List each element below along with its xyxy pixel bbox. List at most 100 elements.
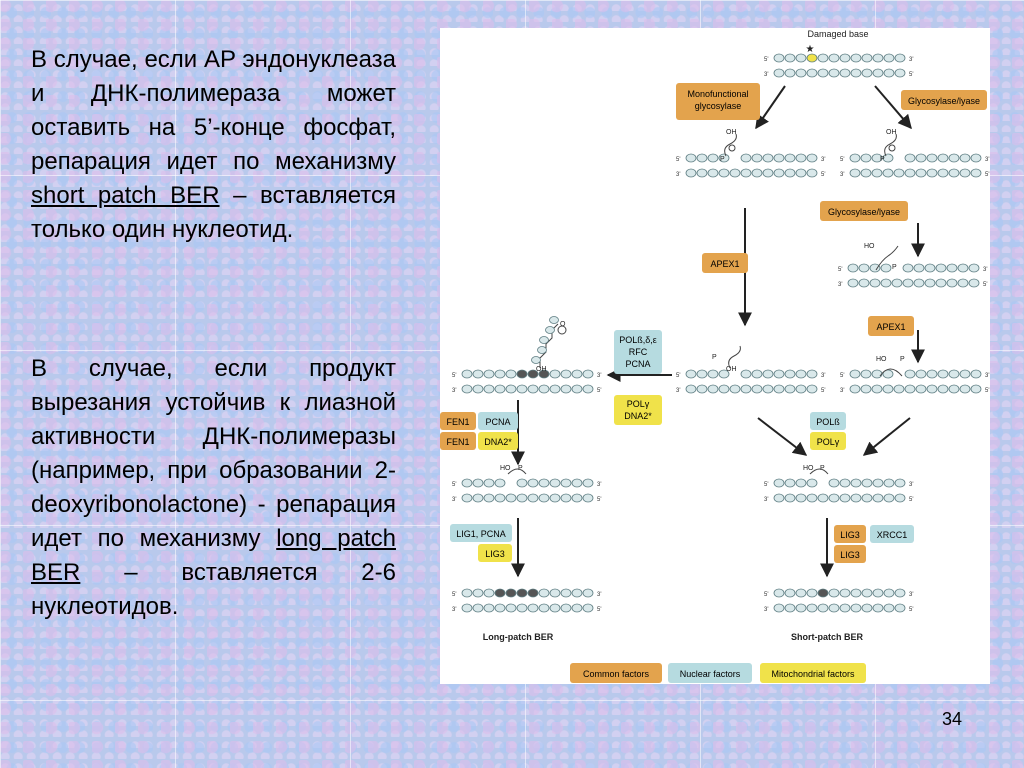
- nucleotide: [494, 493, 506, 503]
- polg-factor-label: POLγ: [817, 437, 840, 447]
- term-ber: BER: [31, 559, 81, 586]
- o-label-flap: O: [560, 321, 566, 328]
- nucleotide: [582, 384, 594, 394]
- dna2-factor-label: DNA2*: [484, 437, 512, 447]
- p-label-lyase: P: [880, 156, 885, 163]
- nucleotide: [773, 168, 785, 178]
- nucleotide: [685, 168, 697, 178]
- nucleotide: [850, 588, 862, 598]
- ap-site-ring-mono: [728, 144, 736, 152]
- nucleotide: [849, 384, 861, 394]
- strand-end-label: 3': [985, 157, 989, 163]
- nucleotide: [828, 603, 840, 613]
- nucleotide: [795, 369, 807, 379]
- nucleotide: [839, 478, 851, 488]
- nucleotide: [740, 168, 752, 178]
- pol-complex-label-1: POLß,δ,ε: [619, 335, 657, 345]
- nucleotide: [849, 369, 861, 379]
- xrcc1-label: XRCC1: [877, 530, 908, 540]
- strand-end-label: 5': [676, 373, 680, 379]
- nucleotide: [685, 384, 697, 394]
- nucleotide: [549, 603, 561, 613]
- nucleotide: [948, 153, 960, 163]
- nucleotide: [913, 263, 925, 273]
- strand-end-label: 5': [452, 482, 456, 488]
- nucleotide: [538, 603, 550, 613]
- lig3-label-right-1: LIG3: [840, 530, 860, 540]
- nucleotide: [472, 493, 484, 503]
- nucleotide: [751, 153, 763, 163]
- nucleotide: [740, 369, 752, 379]
- strand-end-label: 5': [909, 607, 913, 613]
- nucleotide: [968, 278, 980, 288]
- nucleotide: [571, 478, 583, 488]
- nucleotide: [773, 369, 785, 379]
- nucleotide: [740, 153, 752, 163]
- strand-end-label: 3': [985, 373, 989, 379]
- page-number: 34: [941, 709, 962, 729]
- flap-nucleotide: [549, 316, 559, 324]
- nucleotide: [948, 369, 960, 379]
- nucleotide: [527, 478, 539, 488]
- dna-apex-product-right: 5'3'3'5': [840, 369, 989, 394]
- pol-complex-label-3: PCNA: [625, 359, 650, 369]
- nucleotide: [461, 588, 473, 598]
- strand-end-label: 3': [452, 497, 456, 503]
- nucleotide: [527, 493, 539, 503]
- damage-star-icon: ★: [806, 44, 815, 55]
- nucleotide: [494, 369, 506, 379]
- nucleotide: [850, 478, 862, 488]
- nucleotide: [946, 263, 958, 273]
- dna-short-repaired: 5'3'3'5': [764, 588, 913, 613]
- polb-box: [810, 412, 846, 430]
- lig3-label-right-2: LIG3: [840, 550, 860, 560]
- legend-mito-box: [760, 663, 866, 683]
- paragraph-text: – вставляется 2-6 нуклеотидов.: [31, 559, 396, 620]
- apex1-label-right: APEX1: [876, 322, 905, 332]
- nucleotide: [549, 478, 561, 488]
- paragraph-text: – вставляется только один нуклеотид.: [31, 182, 397, 243]
- damaged-base-label: Damaged base: [807, 29, 868, 39]
- nucleotide: [549, 493, 561, 503]
- strand-end-label: 3': [838, 282, 842, 288]
- nucleotide: [858, 263, 870, 273]
- nucleotide: [883, 478, 895, 488]
- nucleotide: [839, 53, 851, 63]
- legend-common-box: [570, 663, 662, 683]
- nucleotide: [817, 493, 829, 503]
- ho-label-lyase2: HO: [864, 243, 875, 250]
- dna-damaged: 5'3'3'5': [764, 53, 913, 78]
- nucleotide: [913, 278, 925, 288]
- nucleotide: [516, 384, 528, 394]
- nucleotide: [472, 384, 484, 394]
- oh-label-lyase: OH: [886, 129, 897, 136]
- strand-end-label: 5': [676, 157, 680, 163]
- fen1-label-2: FEN1: [446, 437, 469, 447]
- lig3-label-left: LIG3: [485, 549, 505, 559]
- glycosylase-lyase-label-top: Glycosylase/lyase: [908, 96, 980, 106]
- nucleotide: [828, 53, 840, 63]
- nucleotide: [505, 603, 517, 613]
- nucleotide: [926, 153, 938, 163]
- flap-nucleotide: [539, 336, 549, 344]
- dna-short-gapped: 5'3'3'5': [764, 478, 913, 503]
- dna-long-displaced: 5'3'3'5': [452, 369, 601, 394]
- nucleotide: [883, 588, 895, 598]
- strand-end-label: 5': [985, 388, 989, 394]
- nucleotide: [461, 603, 473, 613]
- nucleotide: [571, 384, 583, 394]
- nucleotide: [904, 153, 916, 163]
- lig3-box-left: [478, 544, 512, 562]
- nucleotide: [959, 384, 971, 394]
- nucleotide: [915, 369, 927, 379]
- strand-end-label: 3': [452, 607, 456, 613]
- lyase-product-chain: [875, 245, 899, 271]
- nucleotide: [516, 478, 528, 488]
- nucleotide: [894, 588, 906, 598]
- nucleotide: [461, 493, 473, 503]
- nucleotide: [806, 384, 818, 394]
- nucleotide: [571, 369, 583, 379]
- nucleotide: [795, 53, 807, 63]
- nucleotide: [571, 588, 583, 598]
- nucleotide: [872, 603, 884, 613]
